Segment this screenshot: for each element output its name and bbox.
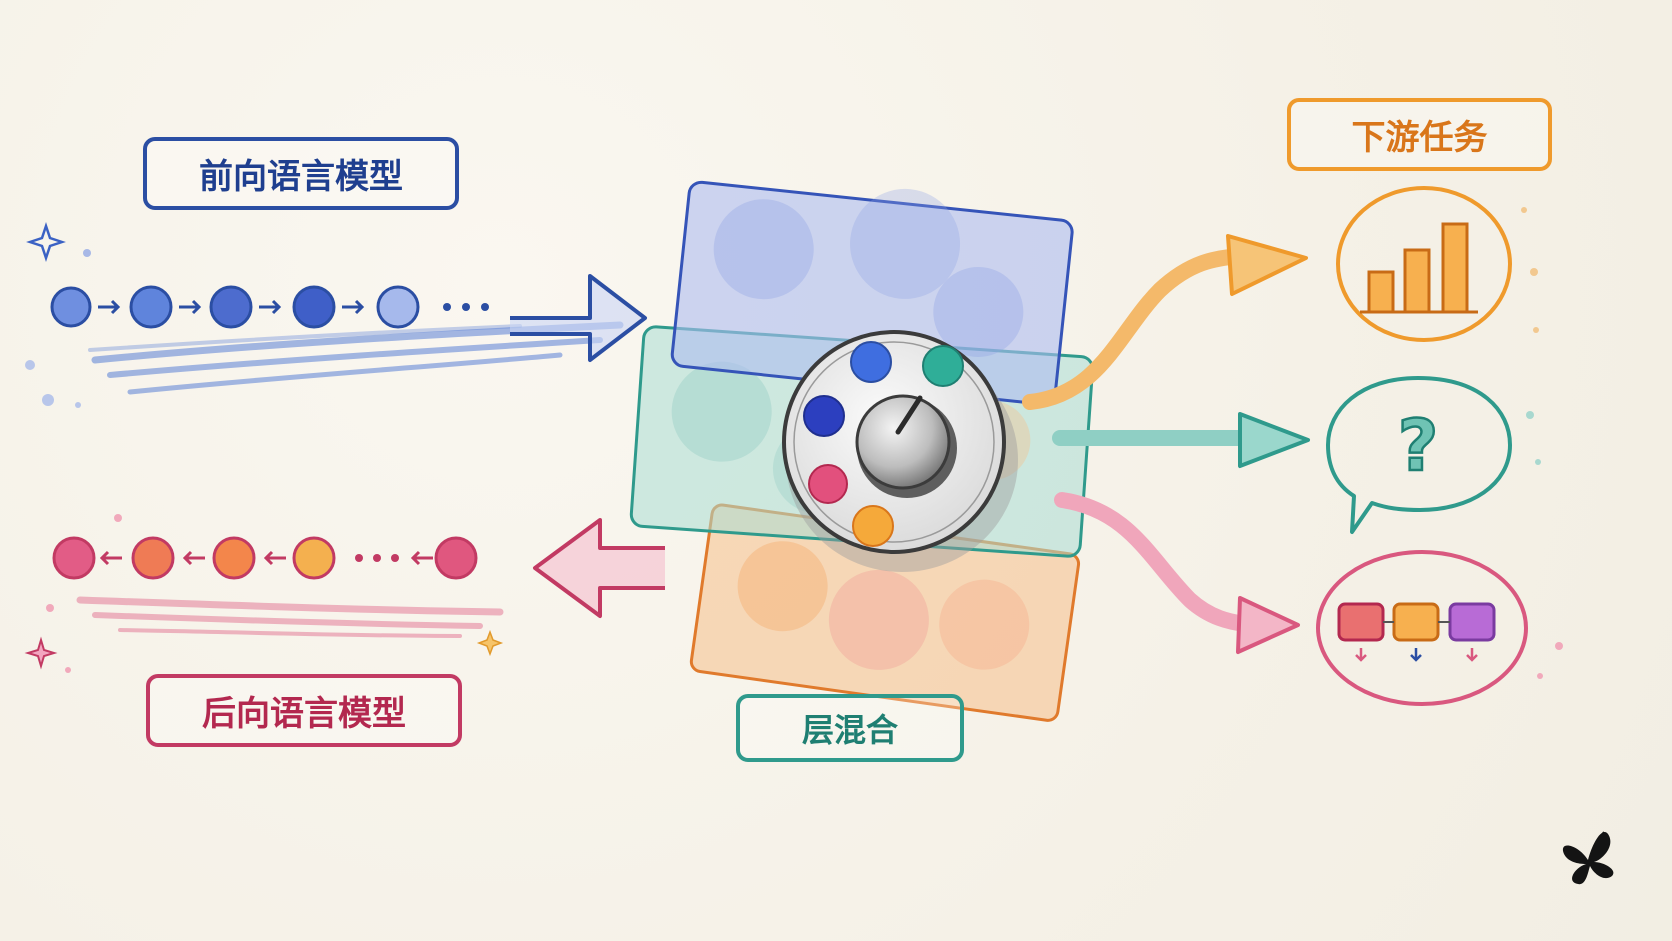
forward-lm-label: 前向语言模型 [143,137,459,210]
forward-sparkle-icon [26,222,66,262]
forward-token-2 [129,285,173,329]
knob-color-pink [808,464,848,504]
forward-token-1 [50,286,92,328]
backward-arrow [533,518,665,618]
backward-token-2 [131,536,175,580]
backward-token-4 [292,536,336,580]
bar-chart-icon [1336,186,1512,342]
svg-text:?: ? [1398,405,1439,487]
knob-icon [782,330,1018,572]
decorative-dots [1521,207,1563,679]
backward-token-chain [24,514,665,673]
backward-token-5 [434,536,478,580]
layer-mix-text: 层混合 [801,711,898,749]
downstream-tasks-text: 下游任务 [1351,118,1488,158]
backward-lm-text: 后向语言模型 [202,694,406,734]
layer-top [670,180,1074,406]
backward-sparkle-icon [24,636,58,670]
output-arrow-orange [1022,248,1248,410]
forward-arrow [510,274,647,362]
forward-token-chain [25,222,647,408]
knob-color-orange [852,505,894,547]
forward-lm-text: 前向语言模型 [199,157,403,197]
backward-lm-label: 后向语言模型 [146,674,462,747]
output-arrows [1022,234,1310,654]
downstream-tasks-label: 下游任务 [1287,98,1552,171]
layer-mix-label: 层混合 [736,694,964,762]
backward-token-1 [52,536,96,580]
forward-token-5 [376,285,420,329]
butterfly-icon [1562,831,1614,885]
knob-color-teal [922,345,964,387]
output-arrow-pink [1054,492,1253,632]
forward-token-4 [292,285,336,329]
layer-bottom [689,503,1081,722]
backward-token-3 [212,536,256,580]
question-mark-icon: ? [1326,376,1512,534]
knob-color-navy [803,395,845,437]
forward-token-3 [209,285,253,329]
sequence-tagging-icon [1316,550,1528,706]
knob-color-blue [850,341,892,383]
